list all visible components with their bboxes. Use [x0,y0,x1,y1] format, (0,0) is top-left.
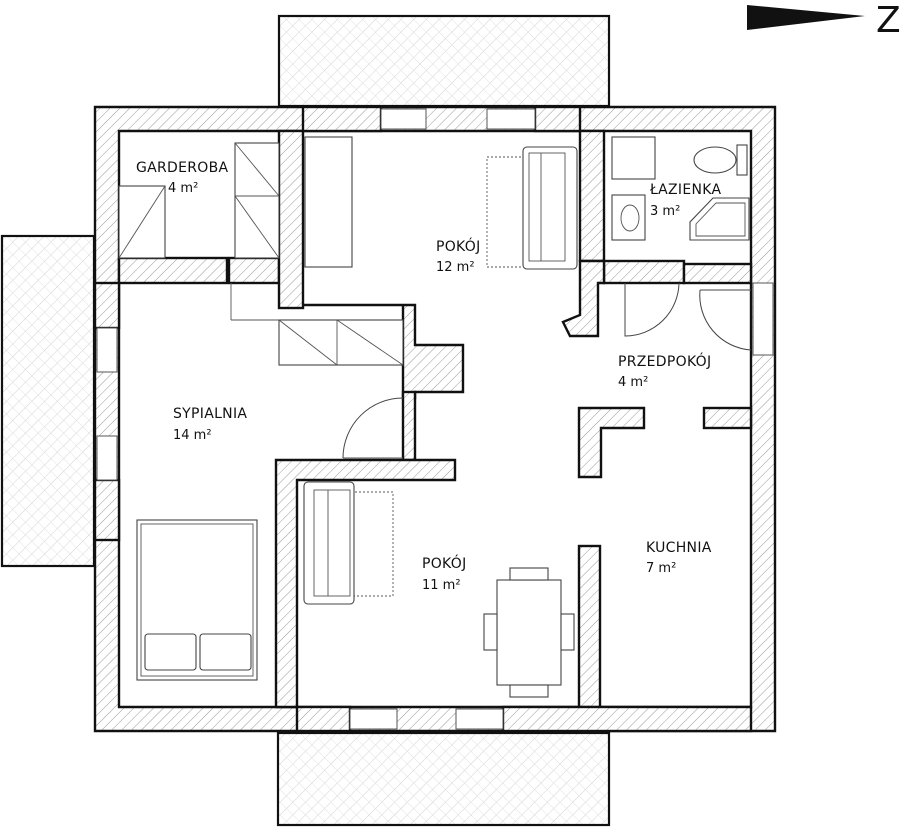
room-name-przedpokoj: PRZEDPOKÓJ [618,352,711,370]
north-arrow-icon [747,5,865,30]
room-area-garderoba: 4 m² [168,181,198,196]
room-area-pokoj-11: 11 m² [422,578,461,593]
room-name-garderoba: GARDEROBA [136,160,229,176]
balcony-left [0,234,96,568]
room-area-pokoj-12: 12 m² [436,260,475,275]
windows [96,108,774,730]
doors [230,282,752,459]
room-area-przedpokoj: 4 m² [618,375,648,390]
furniture-pokoj-12 [304,136,578,270]
room-area-kuchnia: 7 m² [646,561,676,576]
room-name-lazienka: ŁAZIENKA [649,182,722,198]
wardrobe-shelving [118,142,280,259]
bed [136,519,258,681]
room-name-pokoj-11: POKÓJ [422,554,467,572]
compass-letter: Z [876,0,901,41]
compass: Z [747,0,901,41]
bathroom-fixtures [611,136,750,241]
room-area-lazienka: 3 m² [650,204,680,219]
room-labels: GARDEROBA 4 m² POKÓJ 12 m² ŁAZIENKA 3 m²… [136,160,722,593]
balcony-top [277,14,611,108]
room-name-pokoj-12: POKÓJ [436,237,481,255]
room-area-sypialnia: 14 m² [173,428,212,443]
room-name-kuchnia: KUCHNIA [646,540,712,556]
balcony-bottom [276,731,611,827]
furniture-pokoj-11 [303,481,575,698]
room-name-sypialnia: SYPIALNIA [173,406,247,422]
stairs [278,319,404,366]
